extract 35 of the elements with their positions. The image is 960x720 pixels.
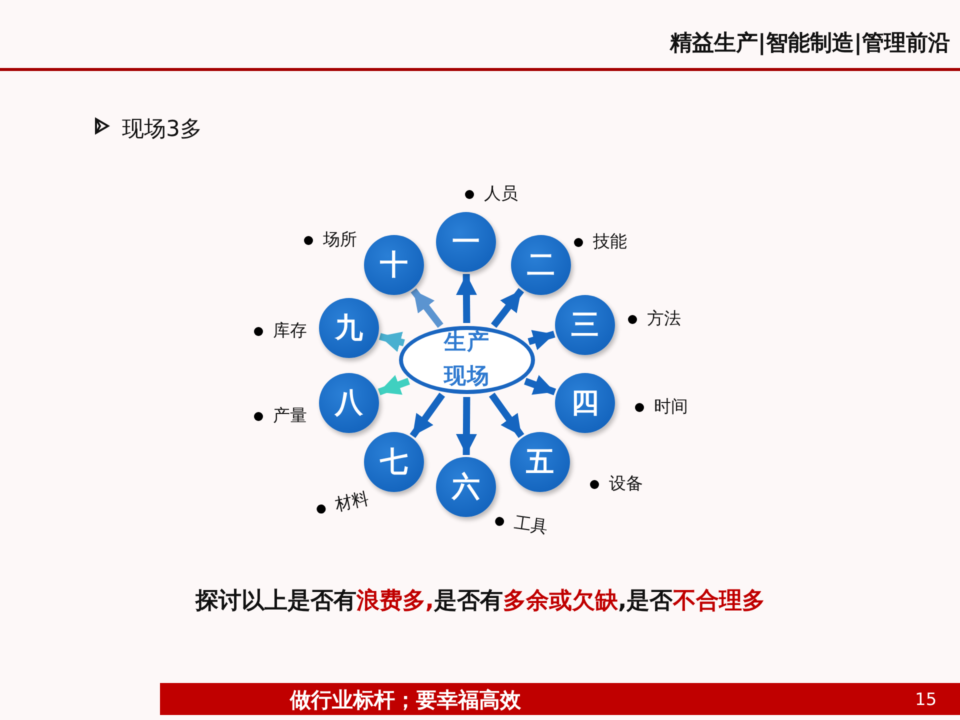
bullet-label: 技能 — [574, 230, 627, 253]
bullet-label: 库存 — [254, 319, 307, 342]
bullet-label: 设备 — [590, 472, 643, 495]
arrow — [488, 392, 524, 438]
number-circle: 一 — [436, 212, 496, 272]
footer-slogan: 做行业标杆；要幸福高效 — [290, 686, 521, 714]
question-sentence: 探讨以上是否有浪费多,是否有多余或欠缺,是否不合理多 — [194, 587, 766, 616]
number-circle: 九 — [319, 298, 379, 358]
bullet-label: 场所 — [304, 228, 357, 251]
arrow — [378, 374, 410, 396]
arrow — [456, 396, 477, 456]
arrow — [524, 374, 556, 396]
arrow — [410, 392, 446, 438]
tagline: 精益生产|智能制造|管理前沿 — [670, 30, 950, 58]
arrow — [379, 332, 405, 352]
page-number: 15 — [915, 690, 937, 710]
bullet-label: 人员 — [465, 182, 518, 205]
arrow — [490, 288, 524, 328]
number-circle: 二 — [511, 235, 571, 295]
number-circle: 十 — [364, 235, 424, 295]
number-circle: 六 — [436, 457, 496, 517]
number-circle: 八 — [319, 373, 379, 433]
number-circle: 三 — [555, 295, 615, 355]
number-circle: 四 — [555, 373, 615, 433]
bullet-label: 方法 — [628, 307, 681, 330]
slide-heading: 现场3多 — [122, 116, 202, 144]
center-ellipse: 生产现场 — [399, 326, 535, 394]
number-circle: 七 — [364, 432, 424, 492]
arrow — [456, 274, 477, 324]
bullet-label: 工具 — [494, 508, 550, 539]
arrow — [410, 288, 444, 328]
arrow — [528, 330, 556, 350]
number-circle: 五 — [510, 432, 570, 492]
bullet-label: 时间 — [635, 395, 688, 418]
bullet-label: 产量 — [254, 404, 307, 427]
